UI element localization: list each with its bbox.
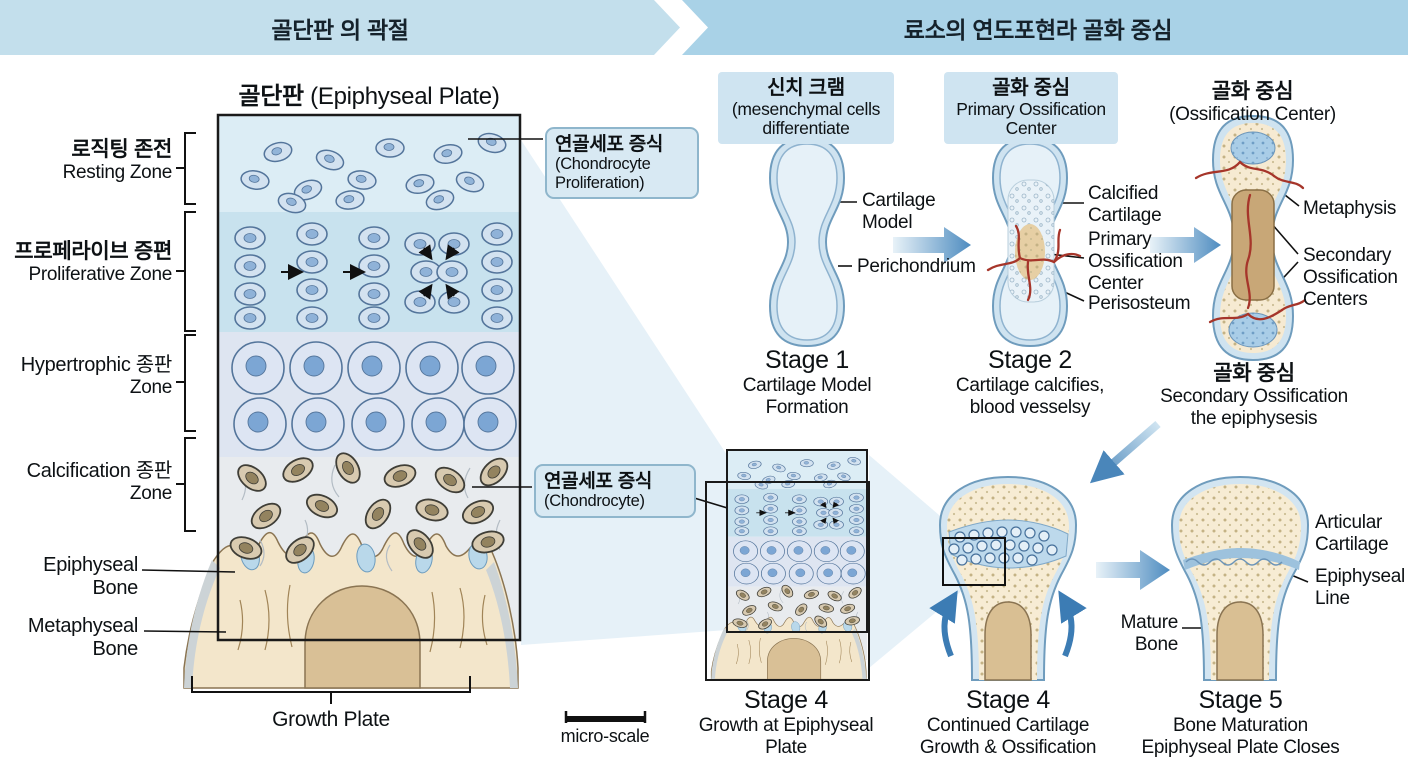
stage2-art bbox=[986, 137, 1082, 347]
arrow-stage2-stage3 bbox=[1150, 227, 1221, 263]
arrow-stage4-stage5 bbox=[1096, 550, 1170, 590]
stage4-art bbox=[929, 476, 1087, 681]
banner-epiphyseal-plate: 골단판 의 곽절 bbox=[0, 0, 680, 55]
stage2-periosteum-label: Perisosteum bbox=[1088, 293, 1191, 314]
plate-title-en: (Epiphyseal Plate) bbox=[303, 83, 500, 110]
header-mesenchymal-box: 신치 크램 (mesenchymal cells differentiate bbox=[718, 72, 894, 145]
banner-ossification-center: 료소의 연도포현라 골화 중심 bbox=[682, 0, 1408, 55]
stage5-art bbox=[1171, 476, 1309, 681]
stage3-metaphysis-label: Metaphysis bbox=[1303, 198, 1397, 219]
epiphyseal-plate-art bbox=[184, 113, 522, 688]
beam-left bbox=[521, 140, 727, 645]
micro-scale-label: micro-scale bbox=[560, 726, 650, 746]
arrow-stage3-stage4 bbox=[1089, 420, 1161, 484]
callout-chondrocyte-proliferation: 연골세포 증식 (Chondrocyte Proliferation) bbox=[545, 127, 699, 200]
banner-right-label: 료소의 연도포현라 골화 중심 bbox=[903, 16, 1173, 43]
stage3-art bbox=[1194, 114, 1307, 362]
stage1-art bbox=[769, 137, 845, 347]
micro-inset-art bbox=[705, 449, 870, 681]
header-ossification-center: 골화 중심 (Ossification Center) bbox=[1169, 80, 1336, 126]
callout-chondrocyte: 연골세포 증식 (Chondrocyte) bbox=[534, 464, 696, 518]
header-primary-ossification-box: 골화 중심 Primary Ossification Center bbox=[944, 72, 1118, 145]
arrow-stage1-stage2 bbox=[893, 227, 971, 263]
banner-left-label: 골단판 의 곽절 bbox=[271, 16, 409, 43]
beam-right bbox=[869, 455, 995, 668]
plate-title-ko: 골단판 bbox=[238, 83, 304, 110]
zone-brackets bbox=[176, 132, 471, 704]
plate-title: 골단판 (Epiphyseal Plate) bbox=[193, 76, 545, 111]
growth-plate-label: Growth Plate bbox=[272, 708, 390, 731]
micro-scale-bar bbox=[564, 711, 647, 723]
stage1-perichondrium-label: Perichondrium bbox=[857, 256, 976, 277]
